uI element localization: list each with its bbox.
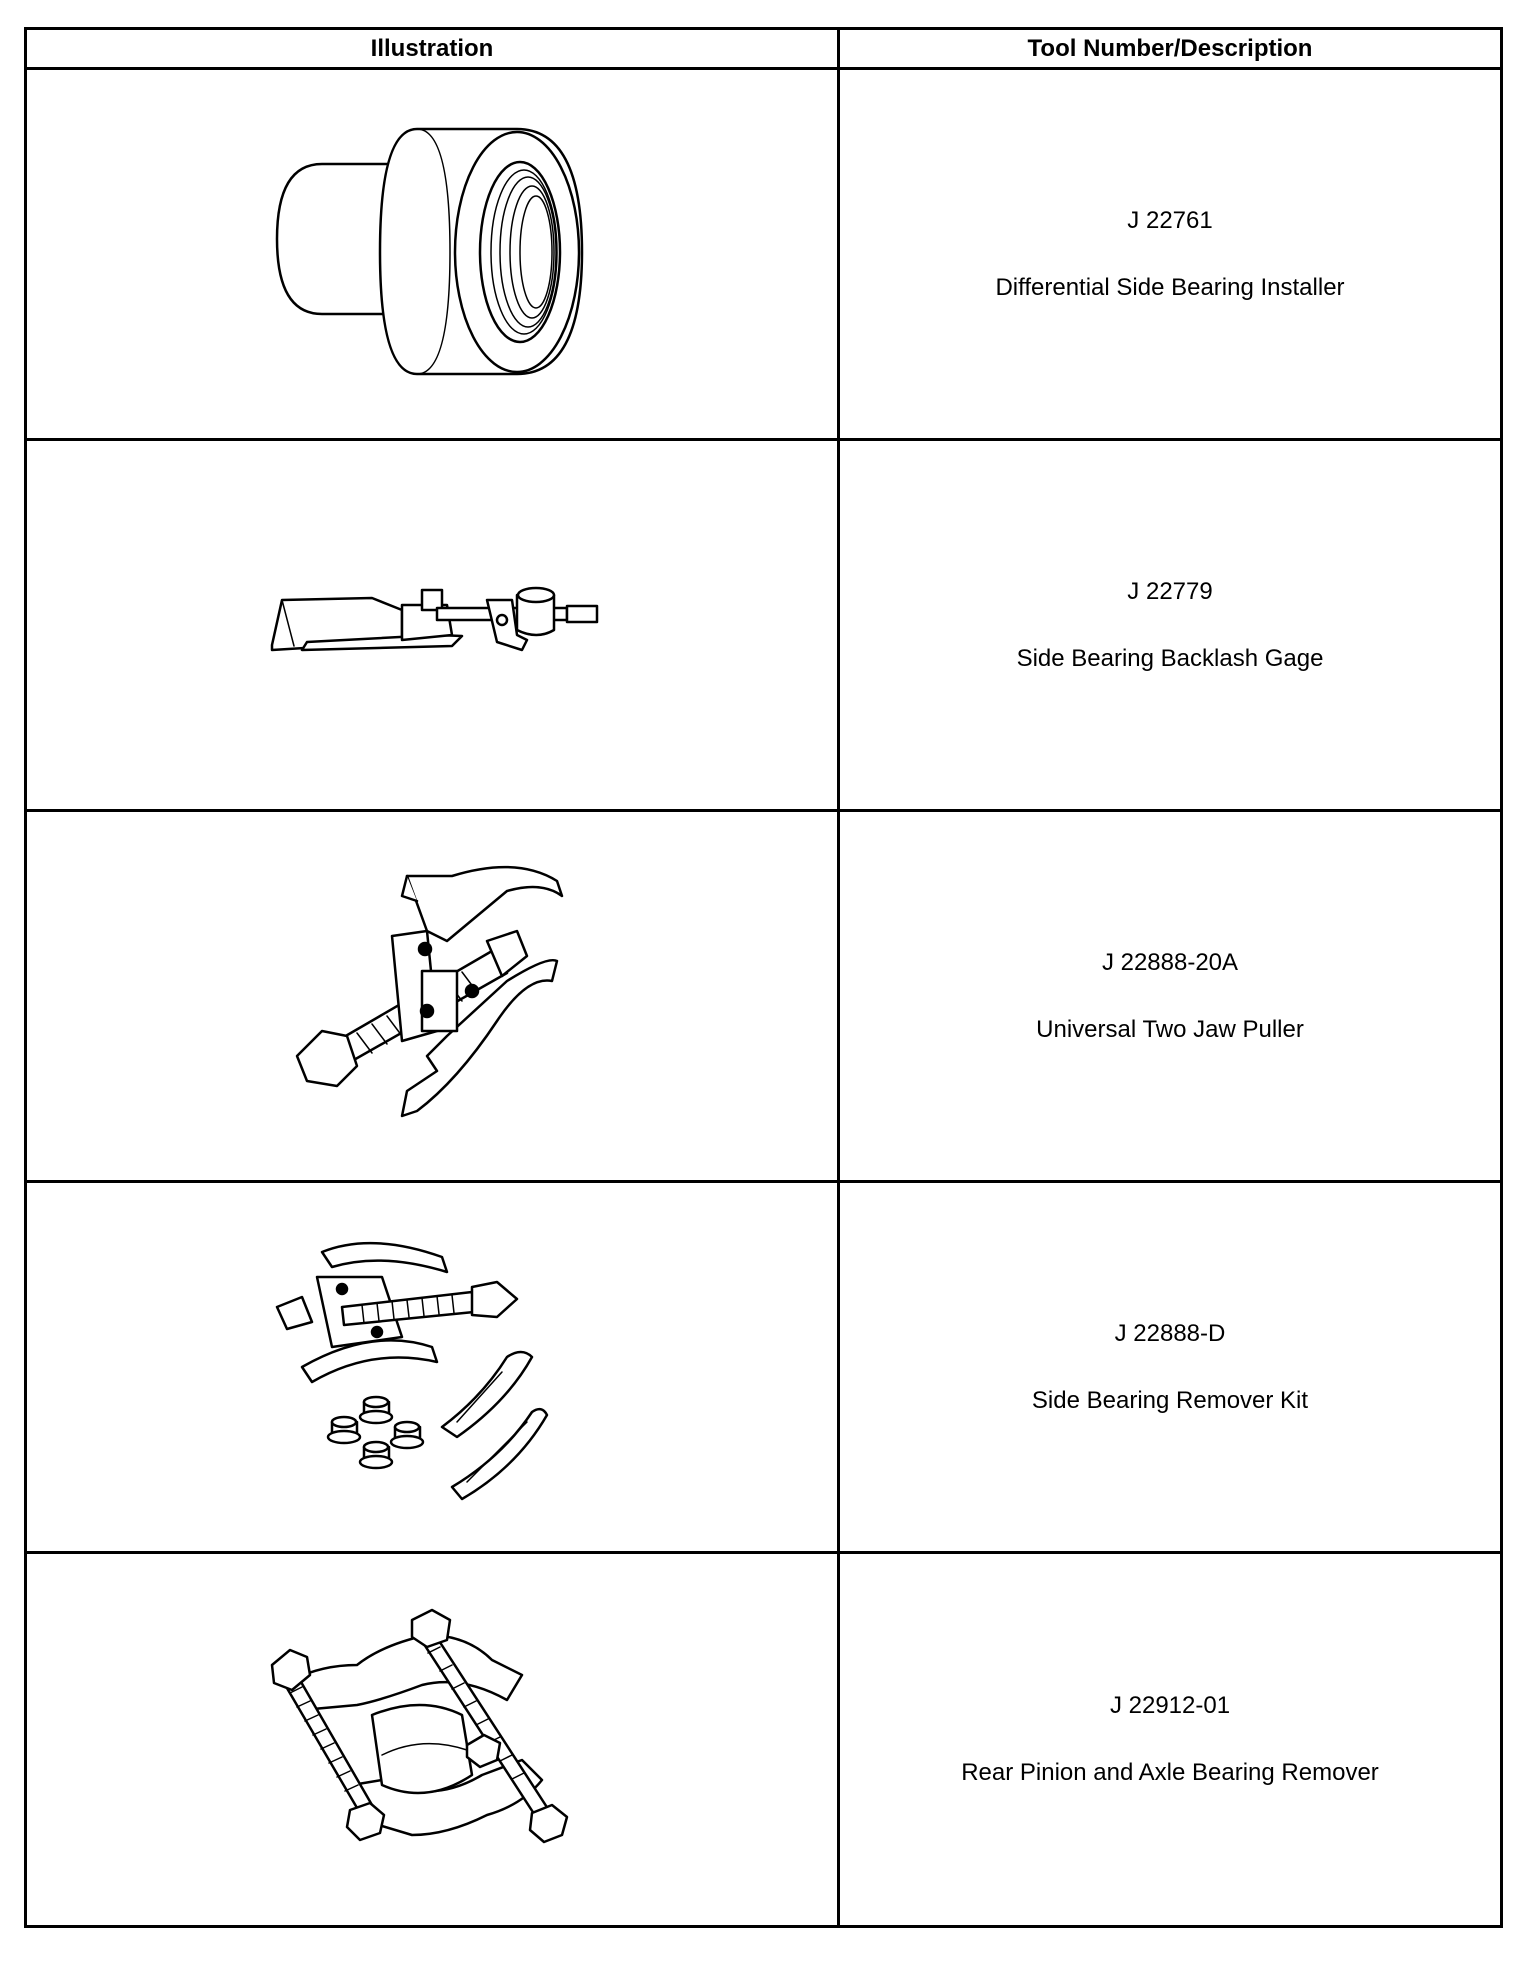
tool-number: J 22779 [1127,577,1213,605]
illustration-cell [27,1554,840,1925]
backlash-gage-icon [270,586,599,652]
tool-number: J 22761 [1127,206,1213,234]
bearing-separator-icon [270,1608,569,1843]
special-tools-table: Illustration Tool Number/Description J 2… [24,27,1503,1928]
tool-description-cell: J 22888-D Side Bearing Remover Kit [840,1183,1500,1554]
tool-description: Universal Two Jaw Puller [1036,1015,1304,1043]
illustration-cell [27,812,840,1183]
tool-column-header: Tool Number/Description [840,30,1500,70]
tool-description: Side Bearing Backlash Gage [1016,644,1324,672]
tool-number: J 22912-01 [1109,1692,1231,1719]
tool-number: J 22888-20A [1101,948,1239,976]
illustration-cell [27,441,840,812]
tool-number: J 22888-D [1114,1319,1226,1347]
tool-description: Side Bearing Remover Kit [1031,1386,1309,1414]
illustration-cell [27,70,840,441]
tool-description-cell: J 22912-01 Rear Pinion and Axle Bearing … [840,1554,1500,1925]
tool-description: Differential Side Bearing Installer [995,273,1345,301]
two-jaw-puller-icon [295,865,564,1118]
illustration-cell [27,1183,840,1554]
bearing-remover-kit-icon [275,1241,549,1501]
bearing-installer-icon [275,127,584,376]
illustration-header-label: Illustration [370,34,494,62]
tool-description-cell: J 22779 Side Bearing Backlash Gage [840,441,1500,812]
tool-description: Rear Pinion and Axle Bearing Remover [961,1759,1379,1786]
illustration-column-header: Illustration [27,30,840,70]
tool-header-label: Tool Number/Description [1027,34,1313,62]
tool-description-cell: J 22761 Differential Side Bearing Instal… [840,70,1500,441]
tool-description-cell: J 22888-20A Universal Two Jaw Puller [840,812,1500,1183]
